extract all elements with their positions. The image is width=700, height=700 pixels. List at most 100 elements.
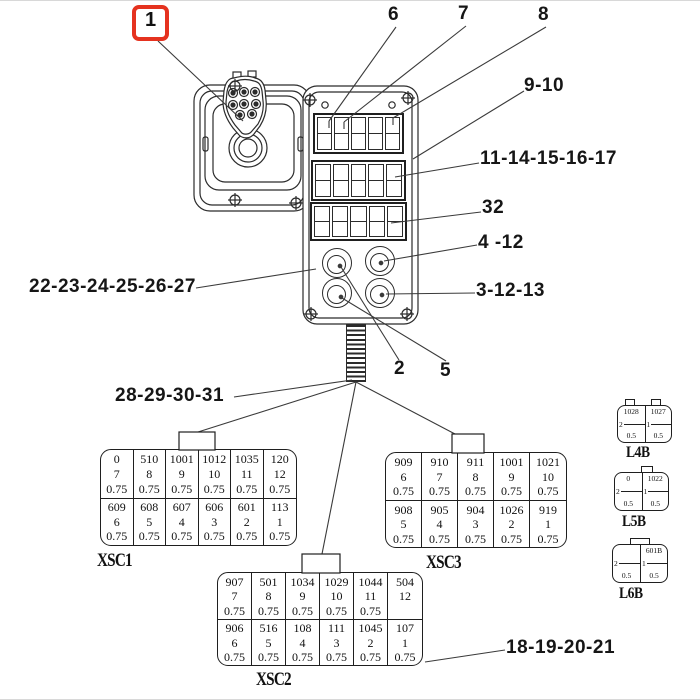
rocker-switch <box>334 117 349 150</box>
rocker-switch-cell <box>368 221 385 237</box>
rocker-switch-cell <box>368 180 385 197</box>
rocker-switch-cell <box>317 117 332 133</box>
callout-18-21: 18-19-20-21 <box>506 637 616 658</box>
round-button-top-left <box>322 248 352 278</box>
rocker-switch-cell <box>385 133 400 150</box>
cable <box>346 324 366 382</box>
xsc2-label: XSC2 <box>256 669 292 690</box>
switch-bank-3 <box>310 202 407 241</box>
rocker-switch-cell <box>350 221 367 237</box>
l5b-tab <box>641 466 653 473</box>
rocker-switch-cell <box>350 206 367 221</box>
rocker-switch-cell <box>332 180 349 197</box>
rocker-switch-cell <box>334 117 349 133</box>
rocker-switch-cell <box>350 164 367 180</box>
rocker-switch-cell <box>332 206 349 221</box>
callout-8: 8 <box>538 4 550 25</box>
callout-2: 2 <box>394 358 406 379</box>
rocker-switch <box>315 164 331 197</box>
rocker-switch-cell <box>314 221 331 237</box>
rocker-switch-cell <box>351 133 366 150</box>
xsc1-label: XSC1 <box>97 550 133 571</box>
callout-32: 32 <box>482 197 505 218</box>
l5b-label: L5B <box>622 513 646 530</box>
rocker-switch-cell <box>368 133 383 150</box>
l4b-tab <box>625 399 635 406</box>
switch-bank-1 <box>313 113 404 154</box>
round-button-bottom-right <box>365 278 395 308</box>
rocker-switch <box>317 117 332 150</box>
l4b-label: L4B <box>626 444 650 461</box>
round-button-bottom-left <box>322 278 352 308</box>
callout-6: 6 <box>388 4 400 25</box>
rocker-switch <box>368 117 383 150</box>
rocker-switch <box>386 206 404 237</box>
callout-5: 5 <box>440 360 452 381</box>
callout-11-14-15-16-17: 11-14-15-16-17 <box>480 148 617 169</box>
rocker-switch <box>351 117 366 150</box>
rocker-switch-cell <box>386 221 404 237</box>
callout-9-10: 9-10 <box>524 75 565 96</box>
rocker-switch-cell <box>386 164 402 180</box>
rocker-switch <box>350 164 367 197</box>
rocker-switch <box>314 206 331 237</box>
callout-28-31: 28-29-30-31 <box>115 385 225 406</box>
xsc3-label: XSC3 <box>426 552 462 573</box>
callout-22-27: 22-23-24-25-26-27 <box>29 276 196 297</box>
rocker-switch-cell <box>314 206 331 221</box>
rocker-switch <box>332 206 349 237</box>
switch-bank-2 <box>311 160 406 201</box>
rocker-switch-cell <box>386 180 402 197</box>
callout-4-12: 4 -12 <box>478 232 524 253</box>
callout-3-12-13: 3-12-13 <box>476 280 545 301</box>
rocker-switch-cell <box>332 164 349 180</box>
l6b-label: L6B <box>619 585 643 602</box>
rocker-switch-cell <box>317 133 332 150</box>
rocker-switch <box>368 206 385 237</box>
rocker-switch-cell <box>332 221 349 237</box>
rocker-switch-cell <box>368 117 383 133</box>
rocker-switch-cell <box>334 133 349 150</box>
